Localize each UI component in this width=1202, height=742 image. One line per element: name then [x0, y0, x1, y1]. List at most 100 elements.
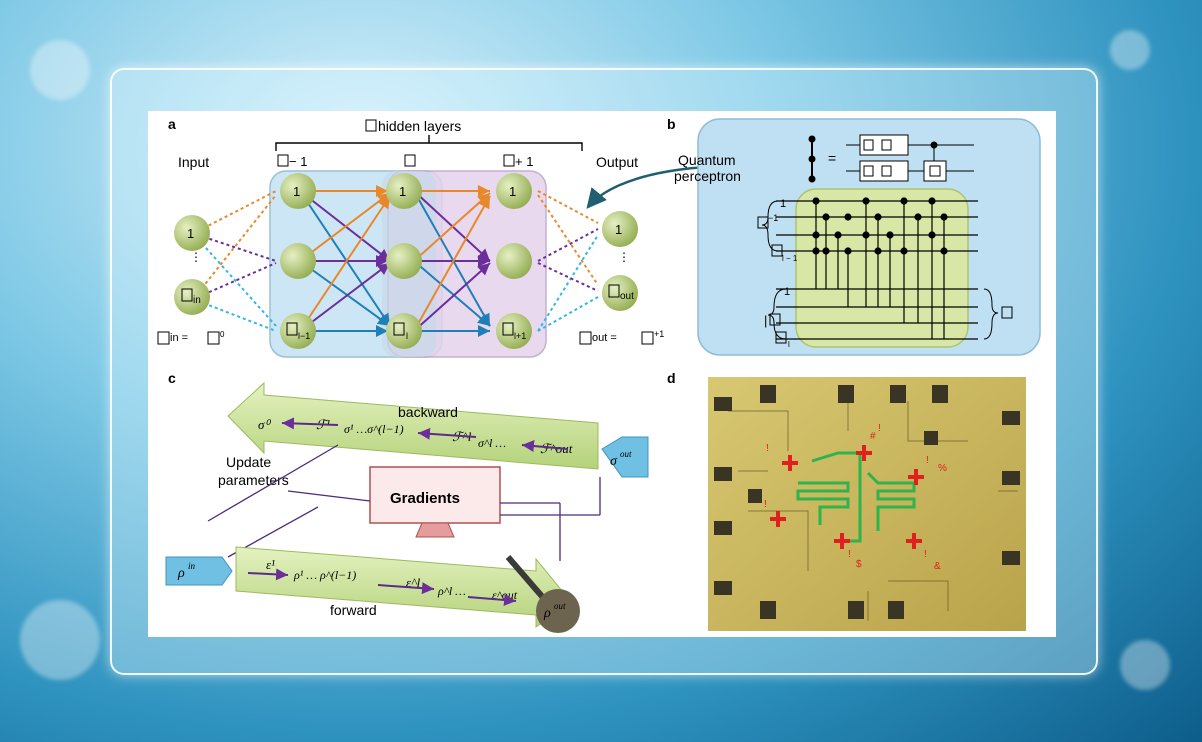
- rho-out-ball: [536, 589, 580, 633]
- sigma-out: σ: [610, 454, 618, 469]
- placeholder-glyph: [502, 322, 514, 336]
- placeholder-glyph: [157, 331, 170, 345]
- svg-text:#: #: [870, 431, 876, 442]
- measurement-stick: [505, 555, 549, 603]
- svg-text:%: %: [938, 463, 947, 474]
- background-bokeh: [30, 40, 90, 100]
- background-bokeh: [1120, 640, 1170, 690]
- panel-a-letter: a: [168, 116, 176, 132]
- equals: =: [828, 150, 836, 166]
- hidden-node: [496, 173, 532, 209]
- circuit-controls: [812, 197, 948, 339]
- layer-minus: −1: [768, 213, 778, 223]
- rho-out-sup: out: [554, 601, 566, 611]
- background-bokeh: [20, 600, 100, 680]
- gradients-label: Gradients: [390, 490, 460, 507]
- chain-item: ε^l: [406, 575, 421, 590]
- hidden-node: [280, 243, 316, 279]
- panel-b: b Quantum perceptron =: [667, 116, 1041, 356]
- chain-item: σ¹ …σ^(l−1): [344, 422, 404, 436]
- chain-item: σ⁰: [258, 417, 271, 432]
- placeholder-glyph: [641, 331, 654, 345]
- update-label-1: Update: [226, 454, 271, 470]
- node-label: 1: [509, 184, 516, 199]
- eq-out-sup: +1: [654, 329, 664, 339]
- dots: ⋮: [190, 250, 202, 264]
- placeholder-glyph: [775, 331, 787, 344]
- node-sub: l+1: [514, 331, 526, 341]
- placeholder-glyph: [404, 154, 416, 167]
- placeholder-glyph: [1001, 306, 1013, 319]
- placeholder-glyph: [207, 331, 220, 345]
- hidden-node: [496, 243, 532, 279]
- node-sub: out: [620, 291, 634, 302]
- rho-in-sup: in: [188, 561, 196, 571]
- qp-label-1: Quantum: [678, 152, 736, 168]
- wire-label: 1: [784, 286, 790, 298]
- hidden-node: [280, 313, 316, 349]
- node-label: 1: [615, 222, 622, 237]
- panel-c: c backward σ⁰ ℱ¹ σ¹ …σ^(l−1) ℱ^l σ^l … ℱ…: [165, 370, 649, 633]
- qubit-labels: ! # ! % ! ! ! $ ! &: [764, 423, 947, 572]
- placeholder-glyph: [757, 216, 769, 229]
- svg-text:!: !: [926, 455, 929, 466]
- sigma-out-tag: [601, 436, 649, 478]
- node-sub: l: [406, 331, 408, 341]
- node-sub: l−1: [298, 331, 310, 341]
- node-sub: in: [193, 295, 201, 306]
- svg-text:!: !: [924, 549, 927, 560]
- backward-label: backward: [398, 404, 458, 420]
- placeholder-glyph: [365, 119, 377, 132]
- placeholder-glyph: [503, 154, 515, 167]
- forward-label: forward: [330, 602, 377, 618]
- input-node-1: [174, 215, 210, 251]
- svg-text:!: !: [878, 423, 881, 434]
- chip-wiring: [728, 391, 1018, 621]
- eq-in-sup: 0: [220, 330, 225, 339]
- panel-d-letter: d: [667, 370, 676, 386]
- placeholder-glyph: [608, 284, 620, 298]
- chain-item: ρ¹ … ρ^(l−1): [293, 568, 356, 582]
- panel-b-letter: b: [667, 116, 676, 132]
- placeholder-glyph: [181, 288, 193, 302]
- background-bokeh: [1110, 30, 1150, 70]
- qp-label-2: perceptron: [674, 168, 741, 184]
- hidden-node: [386, 173, 422, 209]
- layer-index-right: + 1: [515, 154, 533, 169]
- placeholder-glyph: [286, 322, 298, 336]
- eq-out: out =: [592, 332, 617, 344]
- hidden-node: [496, 313, 532, 349]
- gate-box: [859, 134, 909, 156]
- input-label: Input: [178, 154, 209, 170]
- eq-in: in =: [170, 332, 188, 344]
- node-label: 1: [293, 184, 300, 199]
- network-connections: [197, 185, 599, 337]
- gradients-stand: [415, 522, 455, 538]
- svg-text:&: &: [934, 561, 941, 572]
- chain-item: σ^l …: [478, 436, 506, 450]
- hidden-layers-brace: [275, 135, 583, 151]
- svg-text:!: !: [848, 549, 851, 560]
- sigma-out-sup: out: [620, 449, 632, 459]
- placeholder-glyph: [277, 154, 289, 167]
- figure-panel: a hidden layers Input Output − 1 + 1: [148, 111, 1056, 637]
- network-nodes: 1 ⋮ in 1 l−1 1 l 1 l+1 1 ⋮: [174, 173, 638, 349]
- forward-chain-arrows: [247, 568, 517, 606]
- ket-symbol: |: [764, 313, 767, 328]
- output-node-n: [602, 275, 638, 311]
- backward-arrow: [227, 381, 599, 470]
- output-label: Output: [596, 154, 638, 170]
- node-label: 1: [399, 184, 406, 199]
- placeholder-glyph: [393, 322, 405, 336]
- figure-svg: a hidden layers Input Output − 1 + 1: [157, 116, 1041, 633]
- gate-box: [859, 160, 909, 182]
- rho-in-tag: [165, 556, 233, 586]
- rho-in: ρ: [177, 566, 185, 581]
- svg-text:!: !: [764, 499, 767, 510]
- wire-sub: l − 1: [782, 254, 798, 263]
- placeholder-glyph: [579, 331, 592, 345]
- svg-text:$: $: [856, 559, 862, 570]
- hidden-node: [280, 173, 316, 209]
- panel-d: d !: [667, 370, 1026, 631]
- chip-pads: [714, 385, 1020, 619]
